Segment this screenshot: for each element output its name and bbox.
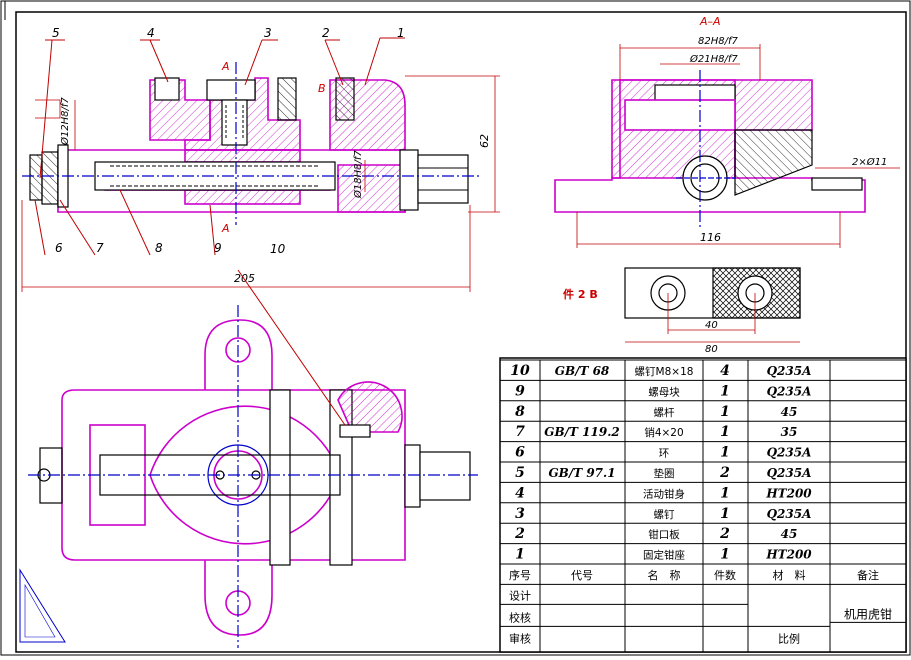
bom-cell-material: 45 <box>781 405 798 419</box>
bom-cell-qty: 2 <box>719 526 730 542</box>
bom-cell-qty: 2 <box>719 465 730 481</box>
bom-cell-material: Q235A <box>767 446 812 460</box>
dim-d18: Ø18H8/f7 <box>352 150 364 199</box>
bom-cell-material: Q235A <box>767 507 812 521</box>
part-label-4: 4 <box>147 26 155 40</box>
section-mark-a-top: A <box>221 60 230 73</box>
bom-cell-qty: 1 <box>720 383 730 399</box>
bom-cell-material: 45 <box>781 527 798 541</box>
dim-116: 116 <box>700 231 721 244</box>
bom-header-material: 材 料 <box>773 568 806 582</box>
bom-cell-qty: 1 <box>720 485 730 501</box>
part-label-9: 9 <box>214 241 222 255</box>
tb-title: 机用虎钳 <box>844 607 892 621</box>
coord-mark <box>19 568 66 643</box>
bom-cell-name: 销4×20 <box>644 426 683 439</box>
bom-cell-code: GB/T 119.2 <box>544 425 619 439</box>
dim-d12: Ø12H8/f7 <box>59 97 71 146</box>
bom-cell-name: 环 <box>659 448 670 460</box>
leaders-front <box>34 37 405 256</box>
bom-cell-material: HT200 <box>765 548 812 562</box>
bom-cell-no: 1 <box>515 547 525 563</box>
part-label-5: 5 <box>52 26 60 40</box>
bom-cell-no: 9 <box>515 383 525 399</box>
dim-62: 62 <box>478 134 491 148</box>
bom-header-qty: 件数 <box>714 569 736 582</box>
bom-cell-name: 螺钉M8×18 <box>635 366 694 378</box>
section-title: A–A <box>699 15 721 28</box>
top-view <box>28 269 478 648</box>
bom-cell-name: 固定钳座 <box>643 549 685 562</box>
part2-view-label: 件 2 B <box>563 287 598 301</box>
part-label-3: 3 <box>264 26 272 40</box>
frame-border <box>15 11 907 653</box>
bom-cell-qty: 4 <box>720 363 730 379</box>
bom-cell-qty: 1 <box>720 506 730 522</box>
dim-205: 205 <box>234 272 255 285</box>
bom-cell-no: 10 <box>510 363 530 379</box>
tb-scale: 比例 <box>778 631 800 645</box>
part-label-7: 7 <box>96 241 104 255</box>
bom-cell-name: 钳口板 <box>648 528 680 541</box>
section-mark-b: B <box>318 82 326 95</box>
bom-header-name: 名 称 <box>648 568 681 582</box>
bom-cell-name: 螺母块 <box>648 386 680 398</box>
bom-cell-material: HT200 <box>765 486 812 500</box>
bom-grid <box>500 359 906 652</box>
bom-cell-qty: 1 <box>720 424 730 440</box>
dims-front <box>21 75 500 292</box>
tb-design: 设计 <box>509 589 531 602</box>
section-mark-a-bottom: A <box>221 222 230 235</box>
front-view <box>22 62 480 225</box>
tb-review: 审核 <box>509 631 531 645</box>
bom-cell-code: GB/T 97.1 <box>548 466 615 480</box>
bom-cell-no: 3 <box>515 506 525 522</box>
bom-cell-material: Q235A <box>767 384 812 398</box>
bom-cell-no: 5 <box>515 465 525 481</box>
bom-cell-qty: 1 <box>720 547 730 563</box>
bom-cell-material: Q235A <box>767 466 812 480</box>
part-label-6: 6 <box>55 241 63 255</box>
bom-header-no: 序号 <box>509 568 531 582</box>
bom-header-note: 备注 <box>857 568 879 582</box>
bom-cell-name: 螺杆 <box>654 406 675 419</box>
part2-view <box>624 267 801 343</box>
section-a-a-view <box>554 70 866 230</box>
dim-holes: 2×Ø11 <box>852 156 887 168</box>
bom-cell-material: 35 <box>781 425 798 439</box>
bom-cell-name: 螺钉 <box>654 509 675 521</box>
dim-40: 40 <box>705 320 718 331</box>
tb-check: 校核 <box>509 610 531 624</box>
bom-cell-code: GB/T 68 <box>555 364 610 378</box>
part-label-10: 10 <box>270 242 286 256</box>
dim-80: 80 <box>705 344 718 355</box>
bom-cell-no: 4 <box>515 485 525 501</box>
bom-cell-no: 2 <box>514 526 525 542</box>
bom-cell-no: 6 <box>515 445 525 461</box>
part-label-1: 1 <box>397 26 405 40</box>
bom-cell-qty: 1 <box>720 404 730 420</box>
bom-header-code: 代号 <box>571 569 593 582</box>
dim-82: 82H8/f7 <box>698 36 738 47</box>
dim-d21: Ø21H8/f7 <box>689 53 738 65</box>
bom-cell-no: 7 <box>515 424 525 440</box>
bom-cell-name: 垫圈 <box>654 467 675 480</box>
bom-cell-name: 活动钳身 <box>643 487 685 500</box>
bom-cell-no: 8 <box>515 404 525 420</box>
part-label-2: 2 <box>322 26 330 40</box>
bom-cell-qty: 1 <box>720 445 730 461</box>
dims-section <box>576 44 900 248</box>
part-label-8: 8 <box>155 241 163 255</box>
bom-cell-material: Q235A <box>767 364 812 378</box>
